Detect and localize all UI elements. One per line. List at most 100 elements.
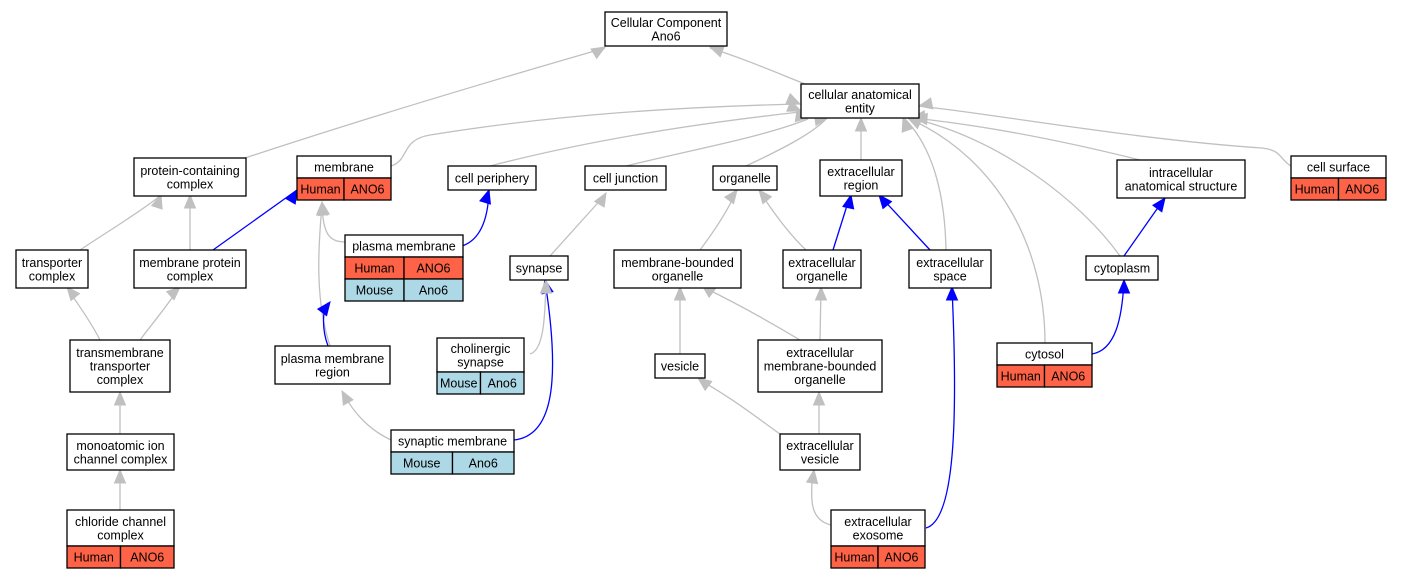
- edge-line: [549, 194, 606, 257]
- node-label-line: cytosol: [1025, 348, 1064, 362]
- go-term-node-organelle[interactable]: organelle: [712, 165, 778, 191]
- node-label-line: channel complex: [74, 452, 169, 466]
- node-label-line: protein-containing: [140, 164, 239, 178]
- node-label-line: synaptic membrane: [398, 435, 507, 449]
- node-label-line: region: [315, 365, 350, 379]
- node-label-line: transporter: [90, 360, 150, 374]
- edge-line: [925, 287, 956, 529]
- gene-cell: [1043, 364, 1093, 388]
- edge-line: [390, 103, 801, 167]
- edge-arrowhead: [284, 188, 298, 205]
- edge-line: [318, 204, 331, 347]
- edge-arrowhead: [183, 193, 197, 209]
- species-label: Mouse: [356, 284, 394, 298]
- gene-label: ANO6: [350, 183, 384, 197]
- species-label: Mouse: [403, 457, 441, 471]
- edge-arrowhead: [696, 377, 713, 392]
- node-label-line: membrane-bounded: [764, 360, 877, 374]
- go-term-node-cytoplasm[interactable]: cytoplasm: [1085, 255, 1159, 281]
- node-label-line: vesicle: [801, 452, 839, 466]
- edge-arrowhead: [66, 286, 81, 302]
- edge-arrowhead: [341, 389, 354, 406]
- node-label-line: chloride channel: [75, 515, 166, 529]
- node-label-line: cholinergic: [451, 342, 511, 356]
- node-box: [1116, 159, 1246, 199]
- node-label-line: Ano6: [651, 29, 680, 43]
- gene-cell: [877, 545, 926, 569]
- node-label-line: synapse: [516, 262, 563, 276]
- node-label-line: membrane protein: [139, 256, 240, 270]
- gene-label: ANO6: [416, 262, 450, 276]
- node-label-line: organelle: [794, 373, 845, 387]
- node-box: [800, 83, 920, 119]
- go-term-node-celljunction[interactable]: cell junction: [584, 165, 667, 191]
- go-term-node-vesicle[interactable]: vesicle: [654, 353, 706, 379]
- edge-arrowhead: [673, 285, 687, 301]
- edge-arrowhead: [593, 191, 607, 208]
- edge-arrowhead: [150, 193, 163, 210]
- edge-arrowhead: [945, 285, 959, 301]
- edge-arrowhead: [814, 285, 828, 301]
- node-label-line: intracellular: [1149, 166, 1213, 180]
- gene-label: ANO6: [130, 551, 164, 565]
- node-label-line: monoatomic ion: [76, 439, 164, 453]
- node-box: [274, 345, 391, 385]
- edge-arrowhead: [758, 188, 773, 205]
- edge-arrowhead: [590, 46, 607, 60]
- node-label-line: cell surface: [1307, 161, 1370, 175]
- node-label-line: region: [844, 178, 879, 192]
- species-label: Mouse: [440, 377, 478, 391]
- node-box: [66, 433, 175, 471]
- go-term-node-synapse[interactable]: synapse: [509, 255, 569, 281]
- node-box: [69, 339, 171, 393]
- node-label-line: membrane-bounded: [621, 256, 734, 270]
- edge-arrowhead: [723, 188, 738, 205]
- node-box: [819, 159, 903, 197]
- species-label: Human: [1001, 370, 1041, 384]
- go-term-node-cellperiph[interactable]: cell periphery: [447, 165, 537, 191]
- node-label-line: vesicle: [661, 360, 699, 374]
- edge-line: [914, 118, 1121, 257]
- node-box: [908, 249, 992, 289]
- node-box: [584, 165, 667, 191]
- node-box: [447, 165, 537, 191]
- edge-line: [702, 286, 801, 341]
- gene-label: Ano6: [469, 457, 498, 471]
- node-label-line: extracellular: [844, 515, 911, 529]
- edge-arrowhead: [113, 390, 127, 406]
- edge-arrowhead: [812, 390, 826, 406]
- graph-edges: [66, 45, 1292, 529]
- edge-arrowhead: [539, 278, 553, 294]
- edge-arrowhead: [854, 116, 868, 132]
- node-label-line: membrane: [314, 161, 374, 175]
- edge-line: [244, 47, 606, 159]
- node-label-line: complex: [167, 177, 214, 191]
- node-label-line: synapse: [457, 355, 504, 369]
- node-box: [436, 337, 525, 373]
- node-label-line: cellular anatomical: [808, 88, 912, 102]
- species-label: Human: [834, 551, 874, 565]
